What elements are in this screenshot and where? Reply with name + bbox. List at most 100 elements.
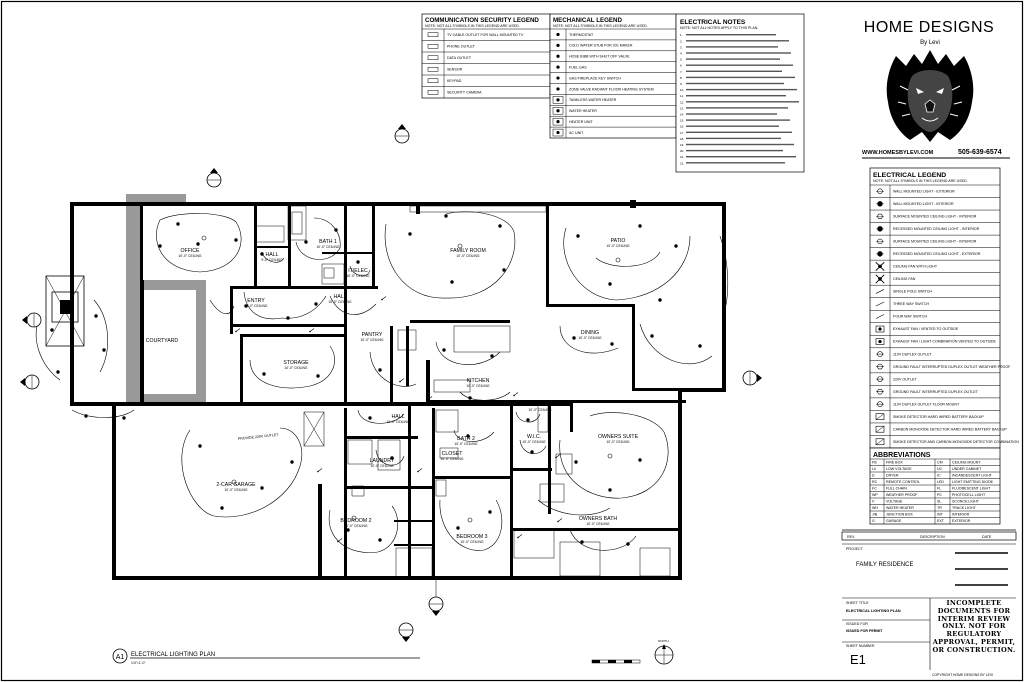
- ceiling-light-icon: [698, 344, 702, 348]
- mech-symbol-icon: [552, 96, 564, 104]
- elec-legend-item: 110V DUPLEX OUTLET FLOOR MOUNT: [893, 402, 960, 406]
- garage-note: PROVIDE 220V OUTLET: [238, 433, 280, 441]
- elec-legend-item: GROUND FAULT INTERRUPTED DUPLEX OUTLET W…: [893, 365, 1011, 369]
- elec-legend-item: SURFACE MOUNTED CEILING LIGHT - INTERIOR: [893, 215, 977, 219]
- ceiling-fan-icon: [351, 515, 357, 521]
- elec-legend-item: GROUND FAULT INTERRUPTED DUPLEX OUTLET: [893, 390, 979, 394]
- comm-legend-item: SENSOR: [447, 68, 463, 72]
- ceiling-light-icon: [572, 336, 576, 340]
- room-name-bed3: BEDROOM 3: [456, 534, 487, 540]
- room-name-bath2: BATH 2: [457, 436, 475, 442]
- drawing-tag: A1: [116, 654, 125, 661]
- ceiling-fan-icon: [607, 453, 613, 459]
- note-number: 16.: [680, 125, 684, 129]
- legend-symbol-icon: [875, 314, 885, 319]
- room-name-closet: CLOSET: [442, 451, 464, 457]
- note-number: 2.: [680, 39, 683, 43]
- ceiling-light-icon: [260, 252, 264, 256]
- elec-legend-item: RECESSED MOUNTED CEILING LIGHT - EXTERIO…: [893, 252, 981, 256]
- brand-block: HOME DESIGNS By Levi WWW.HOMESBYLEVI.COM…: [862, 19, 1010, 159]
- section-markers: [20, 124, 762, 642]
- abbr-meaning: INTERIOR: [952, 512, 970, 516]
- mech-legend-item: HOSE BIBB WITH SHUT OFF VALVE: [569, 55, 630, 59]
- brand-by: By Levi: [920, 40, 940, 46]
- room-ceiling-hall3: 10'-0" CEILING: [386, 420, 410, 424]
- ceiling-light-icon: [262, 372, 266, 376]
- abbr-meaning: CEILING MOUNT: [952, 460, 981, 464]
- abbr-code: EXT: [937, 519, 945, 523]
- ceiling-light-icon: [286, 316, 290, 320]
- comm-symbol-icon: [427, 32, 439, 37]
- legend-symbol-icon: [875, 438, 885, 446]
- abbr-meaning: FULL CHAIN: [886, 486, 907, 490]
- scale-bar: [591, 659, 641, 664]
- abbr-meaning: PHOTOCELL LIGHT: [952, 493, 986, 497]
- room-ceiling-obath: 10'-0" CEILING: [586, 522, 610, 526]
- note-number: 7.: [680, 70, 683, 74]
- room-name-office: OFFICE: [180, 248, 200, 254]
- interior-walls: [140, 206, 686, 580]
- room-name-dining: DINING: [581, 330, 599, 336]
- switch-icon: [381, 296, 387, 301]
- abbr-code: PC: [937, 493, 942, 497]
- switch-icon: [235, 328, 241, 333]
- abbr-meaning: WATER HEATER: [886, 506, 914, 510]
- note-number: 5.: [680, 58, 683, 62]
- mech-legend-item: THERMOSTAT: [569, 33, 594, 37]
- ceiling-light-icon: [638, 458, 642, 462]
- courtyard-feature: [45, 275, 85, 347]
- ceiling-light-icon: [610, 342, 614, 346]
- brand-phone: 505-639-6574: [958, 149, 1002, 156]
- note-number: 8.: [680, 76, 683, 80]
- switch-icon: [513, 392, 519, 397]
- comm-symbol-icon: [427, 44, 439, 49]
- room-name-obath: OWNERS BATH: [579, 516, 617, 522]
- drawing-scale: 1/4"=1'-0": [131, 661, 146, 665]
- ceiling-light-icon: [334, 228, 338, 232]
- mech-legend-title: MECHANICAL LEGEND: [553, 17, 623, 24]
- ceiling-light-icon: [50, 328, 54, 332]
- abbr-meaning: REMOTE CONTROL: [886, 480, 920, 484]
- mech-symbol-icon: [552, 107, 564, 115]
- room-name-bath1: BATH 1: [319, 239, 337, 245]
- abbr-title: ABBREVIATIONS: [873, 452, 931, 459]
- note-number: 20.: [680, 149, 684, 153]
- ceiling-light-icon: [304, 240, 308, 244]
- room-ceiling-pantry: 10'-0" CEILING: [360, 338, 384, 342]
- room-ceiling-storage: 10'-0" CEILING: [284, 366, 308, 370]
- brand-website[interactable]: WWW.HOMESBYLEVI.COM: [862, 150, 934, 156]
- elec-legend-item: RECESSED MOUNTED CEILING LIGHT - INTERIO…: [893, 227, 980, 231]
- ceiling-light-icon: [198, 444, 202, 448]
- rev-header-1: DESCRIPTION: [920, 535, 945, 539]
- abbr-meaning: FLUORESCENT LIGHT: [952, 486, 991, 490]
- mech-symbol-icon: [556, 87, 560, 91]
- abbr-meaning: GARAGE: [886, 519, 902, 523]
- elec-legend-item: WALL MOUNTED LIGHT - INTERIOR: [893, 202, 954, 206]
- ceiling-light-icon: [490, 354, 494, 358]
- abbr-code: CM: [937, 460, 943, 464]
- north-label: NORTH: [658, 639, 669, 643]
- mech-legend-item: HEATER UNIT: [569, 120, 593, 124]
- abbr-meaning: DRYER: [886, 473, 899, 477]
- room-ceiling-hall1: 9'-0" CEILING: [261, 258, 283, 262]
- room-name-laundry: LAUNDRY: [370, 458, 395, 464]
- ceiling-light-icon: [626, 542, 630, 546]
- room-ceiling-entry: 10'-0" CEILING: [244, 304, 268, 308]
- abbr-meaning: FIRE BOX: [886, 460, 903, 464]
- room-ceiling-hall4: 10'-0" CEILING: [528, 408, 552, 412]
- elec-legend-item: 220V OUTLET: [893, 377, 917, 381]
- room-ceiling-office: 10'-0" CEILING: [178, 254, 202, 258]
- room-ceiling-itelec: 10'-0" CEILING: [346, 274, 370, 278]
- note-number: 13.: [680, 106, 684, 110]
- abbr-meaning: EXTERIOR: [952, 519, 971, 523]
- mech-legend-item: AC UNIT: [569, 131, 584, 135]
- ceiling-light-icon: [290, 460, 294, 464]
- comm-symbol-icon: [427, 90, 439, 95]
- ceiling-light-icon: [378, 368, 382, 372]
- ceiling-light-icon: [84, 414, 88, 418]
- room-name-patio: PATIO: [611, 238, 626, 244]
- fixtures: [255, 205, 671, 579]
- ceiling-light-icon: [390, 456, 394, 460]
- ceiling-light-icon: [498, 224, 502, 228]
